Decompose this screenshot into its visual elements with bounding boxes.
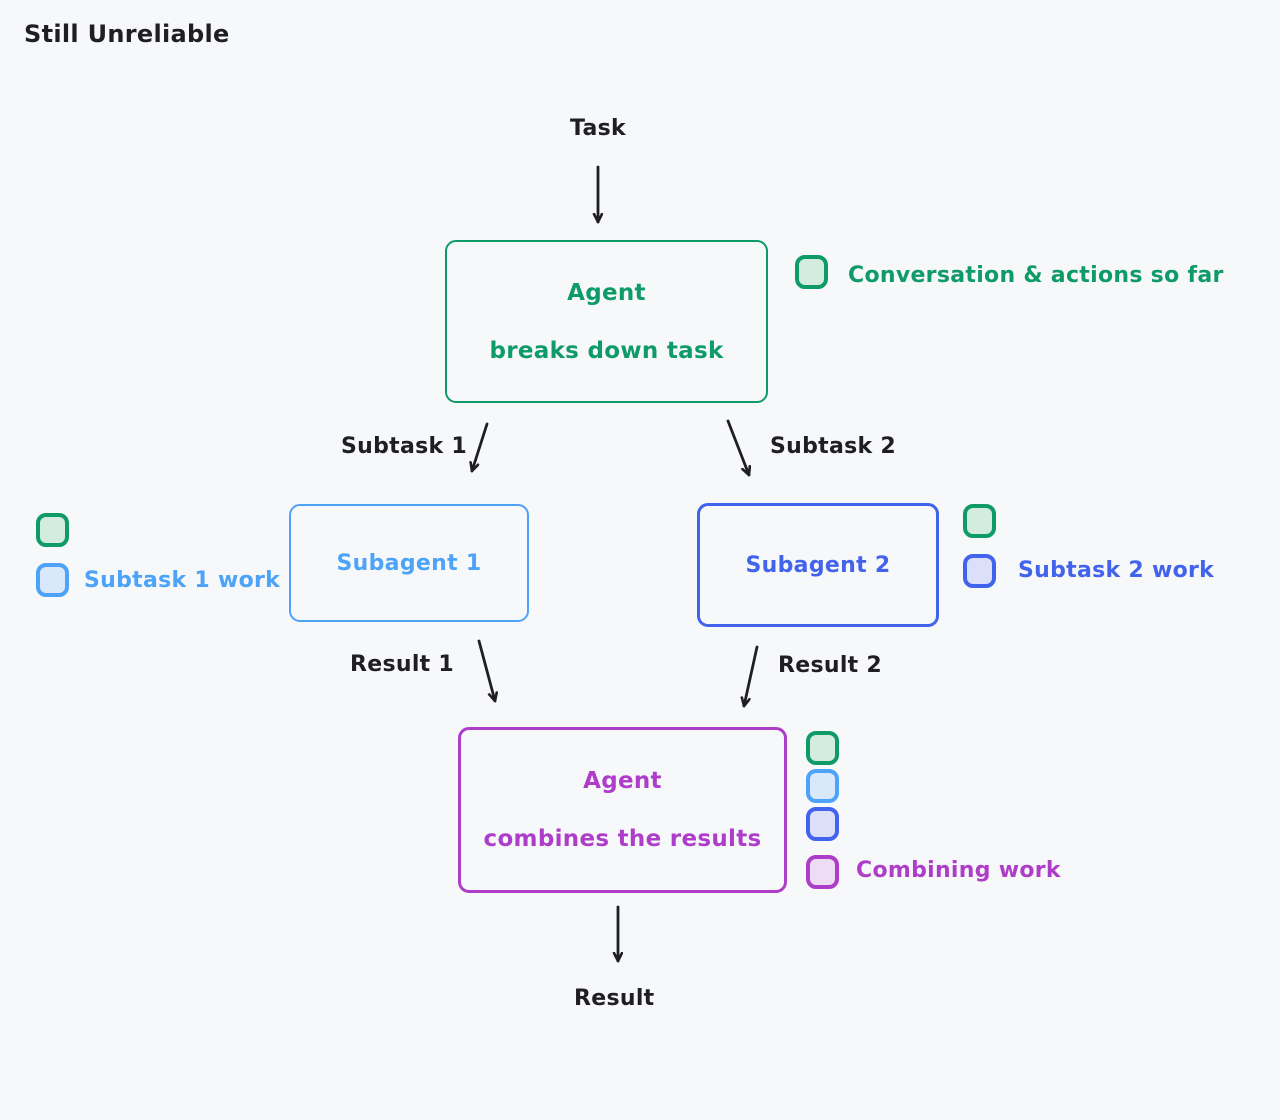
subagent2-label: Subagent 2 (745, 552, 891, 578)
agent-breakdown-box: Agent breaks down task (445, 240, 768, 403)
agent-breakdown-title: Agent (567, 279, 646, 306)
combine-green-swatch-icon (806, 731, 839, 765)
subtask2-label: Subtask 2 (770, 434, 897, 459)
subagent1-label: Subagent 1 (336, 550, 482, 576)
subagent1-box: Subagent 1 (289, 504, 529, 622)
result-label: Result (574, 986, 655, 1011)
subtask1-arrow (472, 422, 489, 473)
subtask2-green-swatch-icon (963, 504, 996, 538)
subagent2-box: Subagent 2 (697, 503, 939, 627)
result1-label: Result 1 (350, 652, 455, 677)
combine-blue-swatch-icon (806, 769, 839, 803)
result2-label: Result 2 (778, 653, 883, 678)
subtask1-label: Subtask 1 (341, 434, 468, 459)
subtask2-work-label: Subtask 2 work (1018, 558, 1215, 583)
subtask1-work-label: Subtask 1 work (84, 568, 281, 593)
combining-work-label: Combining work (856, 858, 1061, 883)
page-title: Still Unreliable (24, 20, 230, 48)
conversation-green-swatch-icon (795, 255, 828, 289)
result2-arrow (744, 645, 759, 708)
task-label: Task (570, 116, 626, 141)
agent-combine-box: Agent combines the results (458, 727, 787, 893)
agent-breakdown-subtitle: breaks down task (489, 337, 724, 364)
combine-indigo-swatch-icon (806, 807, 839, 841)
agent-combine-subtitle: combines the results (483, 826, 762, 852)
agent-combine-title: Agent (583, 768, 662, 794)
combine-purple-swatch-icon (806, 855, 839, 889)
subtask1-blue-swatch-icon (36, 563, 69, 597)
subtask1-green-swatch-icon (36, 513, 69, 547)
conversation-legend-label: Conversation & actions so far (848, 263, 1224, 288)
subtask2-arrow (726, 419, 749, 477)
result1-arrow (477, 639, 495, 703)
subtask2-indigo-swatch-icon (963, 554, 996, 588)
